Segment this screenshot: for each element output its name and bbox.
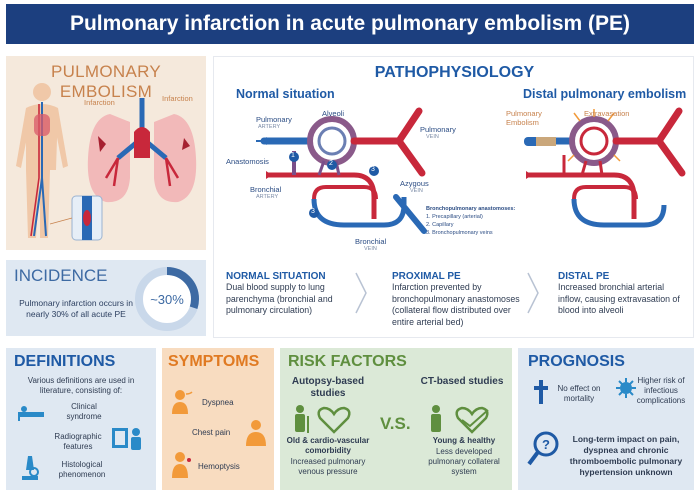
xray-doctor-icon [112, 428, 141, 450]
definitions-intro: Various definitions are used in literatu… [27, 376, 135, 395]
healthy-heart-icon [431, 405, 489, 434]
ct-risk-bold: Young & healthy [432, 436, 496, 445]
autopsy-risk-text: Increased pulmonary venous pressure [290, 457, 366, 476]
anastomosis-label: Anastomosis [226, 157, 269, 166]
column-distal-text: Increased bronchial arterial inflow, cau… [558, 282, 680, 315]
incidence-percent: ~30% [150, 292, 184, 307]
marker-3: 3 [371, 166, 375, 173]
infarction-label-1: Infarction [84, 98, 115, 107]
risk-factors-panel: RISK FACTORS Autopsy-based studies Old &… [280, 348, 512, 490]
incidence-panel: INCIDENCE Pulmonary infarction occurs in… [6, 260, 206, 336]
ct-studies-head: CT-based studies [420, 376, 504, 387]
symptoms-panel: SYMPTOMS Dyspnea Chest pain Hemoptysis [162, 348, 274, 490]
distal-pe-title: Distal pulmonary embolism [523, 87, 687, 101]
bronchial-artery-label: Bronchial [250, 185, 282, 194]
definitions-panel: DEFINITIONS Various definitions are used… [6, 348, 156, 490]
column-normal: NORMAL SITUATION Dual blood supply to lu… [226, 271, 352, 317]
alveoli-label: Alveoli [322, 109, 345, 118]
prognosis-long-term: Long-term impact on pain, dyspnea and ch… [569, 434, 683, 477]
pulmonary-artery-label: Pulmonary [256, 115, 292, 124]
marker-3b: 3 [311, 208, 315, 215]
incidence-ring: ~30% [135, 267, 199, 331]
pulmonary-embolism-label: Pulmonary Embolism [506, 109, 542, 127]
prognosis-title: PROGNOSIS [528, 353, 625, 370]
pe-panel-title: PULMONARY EMBOLISM [50, 62, 162, 101]
incidence-text: Pulmonary infarction occurs in nearly 30… [19, 298, 133, 319]
extravasation-label: Extravasation [584, 109, 630, 118]
chevron-right-icon [527, 272, 539, 314]
marker-2: 2 [329, 160, 333, 167]
pathophysiology-title: PATHOPHYSIOLOGY [374, 64, 535, 81]
anastomoses-legend: Bronchopulmonary anastomoses: 1. Precapi… [426, 205, 516, 237]
microscope-icon [22, 456, 39, 480]
column-distal-head: DISTAL PE [558, 271, 610, 282]
anastomoses-item: 2. Capillary [426, 222, 454, 228]
definitions-title: DEFINITIONS [14, 353, 116, 370]
symptoms-title: SYMPTOMS [168, 353, 260, 370]
pulmonary-embolism-panel: PULMONARY EMBOLISM Infarction Infarction [6, 56, 206, 250]
hemoptysis-icon [172, 452, 191, 478]
anastomoses-item: 1. Precapillary (arterial) [426, 214, 483, 220]
pulmonary-vein-label: Pulmonary [420, 125, 456, 134]
artery-sub-label: ARTERY [258, 124, 281, 130]
dyspnea-icon [172, 390, 193, 414]
svg-text:?: ? [542, 437, 550, 452]
prognosis-infectious: Higher risk of infectious complications [636, 376, 686, 405]
vein-sub-label: VEIN [426, 134, 439, 140]
anastomoses-legend-title: Bronchopulmonary anastomoses: [426, 206, 516, 212]
chevron-right-icon [355, 272, 367, 314]
patient-bed-icon [18, 406, 44, 421]
definition-clinical: Clinical syndrome [66, 402, 102, 421]
symptom-chest-pain: Chest pain [192, 428, 231, 437]
bronchial-artery-sub-label: ARTERY [256, 194, 279, 200]
versus-label: V.S. [380, 414, 411, 433]
pathophysiology-panel: PATHOPHYSIOLOGY Normal situation Distal … [213, 56, 694, 338]
elderly-heart-icon [295, 405, 351, 434]
marker-1: 1 [291, 152, 295, 159]
body-lung-illustration [16, 83, 197, 241]
page-title: Pulmonary infarction in acute pulmonary … [6, 4, 694, 44]
definition-radiographic: Radiographic features [54, 432, 102, 451]
column-distal: DISTAL PE Increased bronchial arterial i… [558, 271, 688, 317]
azygous-label: Azygous [400, 179, 429, 188]
symptom-dyspnea: Dyspnea [202, 398, 234, 407]
anastomoses-item: 3. Bronchopulmonary veins [426, 230, 493, 236]
prognosis-mortality: No effect on mortality [557, 384, 601, 403]
magnifier-question-icon: ? [527, 431, 559, 466]
risk-factors-title: RISK FACTORS [288, 353, 407, 370]
bronchial-vein-sub-label: VEIN [364, 246, 377, 252]
distal-pe-diagram [524, 107, 686, 228]
column-proximal-head: PROXIMAL PE [392, 271, 461, 282]
normal-situation-title: Normal situation [236, 87, 335, 101]
azygous-sub-label: VEIN [410, 188, 423, 194]
incidence-title: INCIDENCE [14, 266, 108, 285]
virus-icon [616, 378, 636, 398]
column-proximal-text: Infarction prevented by bronchopulmonary… [392, 282, 520, 327]
chest-pain-icon [246, 420, 266, 446]
bronchial-vein-label: Bronchial [355, 237, 387, 246]
infarction-label-2: Infarction [162, 94, 193, 103]
column-normal-head: NORMAL SITUATION [226, 271, 326, 282]
autopsy-risk-bold: Old & cardio-vascular comorbidity [286, 436, 370, 455]
ct-risk-text: Less developed pulmonary collateral syst… [428, 447, 500, 476]
symptom-hemoptysis: Hemoptysis [198, 462, 240, 471]
autopsy-studies-head: Autopsy-based studies [291, 376, 365, 399]
definition-histological: Histological phenomenon [58, 460, 106, 479]
prognosis-panel: PROGNOSIS No effect on mortality Higher … [518, 348, 694, 490]
column-proximal: PROXIMAL PE Infarction prevented by bron… [392, 271, 530, 328]
cross-icon [534, 380, 548, 404]
column-normal-text: Dual blood supply to lung parenchyma (br… [226, 282, 333, 315]
normal-vessel-diagram [256, 107, 427, 234]
